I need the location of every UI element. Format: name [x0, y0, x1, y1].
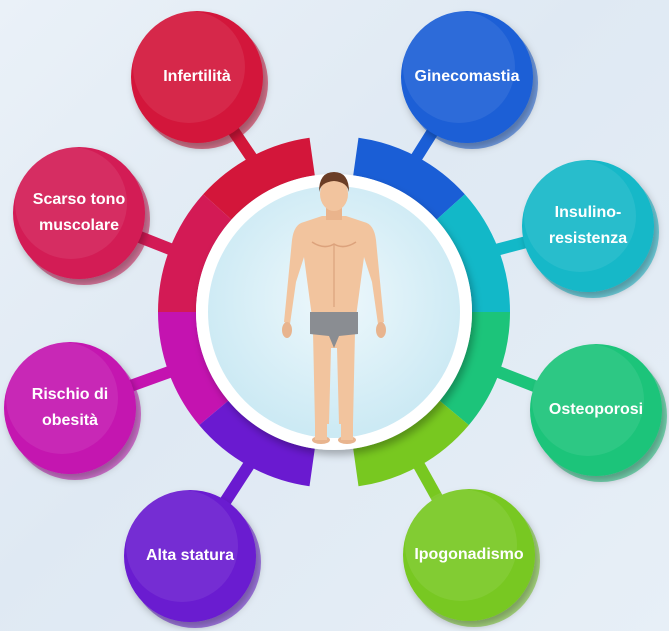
ring — [158, 137, 510, 487]
bubble-obesita — [4, 342, 141, 480]
ring-segment-ginecomastia — [353, 137, 465, 220]
bubble-infertilita — [131, 11, 268, 149]
bubble-alta-statura — [124, 490, 261, 628]
bubble-ginecomastia — [401, 11, 538, 149]
ring-segment-scarso-tono — [158, 194, 232, 312]
ring-segment-osteoporosi — [439, 312, 510, 426]
bubble-ipogonadismo — [403, 489, 540, 627]
ring-segment-ipogonadismo — [353, 400, 469, 487]
human-body-icon — [282, 172, 386, 444]
ring-segment-obesita — [158, 312, 229, 426]
ring-segment-insulino — [436, 194, 510, 312]
bubble-osteoporosi — [530, 344, 667, 482]
ring-segment-alta-statura — [199, 400, 315, 487]
bubble-insulino — [522, 160, 659, 298]
bubble-scarso-tono — [13, 147, 150, 285]
ring-segment-infertilita — [203, 137, 315, 220]
